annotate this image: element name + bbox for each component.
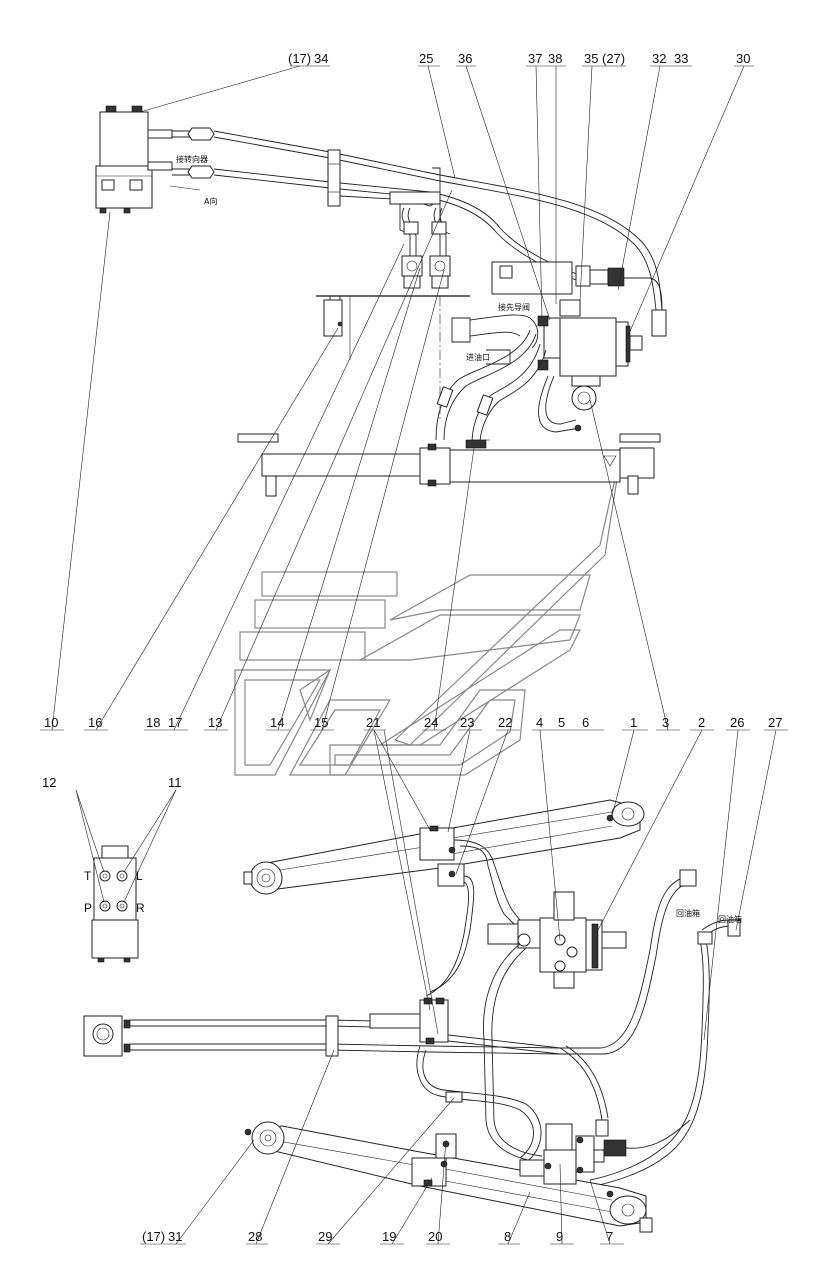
cylinder-rod — [261, 453, 423, 477]
callout-17b: (17) — [142, 1229, 165, 1244]
callout-29: 29 — [318, 1229, 332, 1244]
callout-16: 16 — [88, 715, 102, 730]
callout-4: 4 — [536, 715, 543, 730]
callout-21: 21 — [366, 715, 380, 730]
upper-assembly — [95, 105, 667, 497]
axle-pad-left — [237, 433, 279, 443]
callout-28: 28 — [248, 1229, 262, 1244]
port-label-p: P — [84, 901, 92, 915]
callout-38: 38 — [548, 51, 562, 66]
callout-33: 33 — [674, 51, 688, 66]
callout-37: 37 — [528, 51, 542, 66]
callout-35: 35 — [584, 51, 598, 66]
callout-numbers: (17) 34 25 36 37 38 35 (27) 32 33 30 10 … — [42, 51, 782, 1244]
port-label-t: T — [84, 869, 92, 883]
annotations: 接转向器 A向 接先导阀 进油口 回油箱 回油箱 T L P R — [84, 154, 742, 924]
watermark-logo — [234, 459, 621, 776]
cylinder-barrel — [449, 449, 621, 483]
callout-20: 20 — [428, 1229, 442, 1244]
callout-5: 5 — [558, 715, 565, 730]
callout-7: 7 — [606, 1229, 613, 1244]
callout-25: 25 — [419, 51, 433, 66]
callout-23: 23 — [460, 715, 474, 730]
priority-valve — [559, 317, 617, 377]
callout-12: 12 — [42, 775, 56, 790]
steering-unit-a-view — [75, 789, 177, 963]
callout-36: 36 — [458, 51, 472, 66]
callout-27a: (27) — [602, 51, 625, 66]
callout-17: 17 — [168, 715, 182, 730]
callout-22: 22 — [498, 715, 512, 730]
callout-27: 27 — [768, 715, 782, 730]
annotation-to-steering-unit: 接转向器 — [176, 154, 208, 164]
callout-3: 3 — [662, 715, 669, 730]
callout-24: 24 — [424, 715, 438, 730]
callout-26: 26 — [730, 715, 744, 730]
callout-19: 19 — [382, 1229, 396, 1244]
callout-10: 10 — [44, 715, 58, 730]
annotation-direction-a: A向 — [204, 196, 217, 206]
callout-15: 15 — [314, 715, 328, 730]
callout-34: 34 — [314, 51, 328, 66]
callout-2: 2 — [698, 715, 705, 730]
callout-14: 14 — [270, 715, 284, 730]
port-label-r: R — [136, 901, 145, 915]
callout-1: 1 — [630, 715, 637, 730]
annotation-return-box-1: 回油箱 — [676, 908, 700, 918]
annotation-oil-inlet: 进油口 — [466, 352, 490, 362]
leader-lines — [40, 65, 788, 1245]
callout-17a: (17) — [288, 51, 311, 66]
callout-6: 6 — [582, 715, 589, 730]
callout-30: 30 — [736, 51, 750, 66]
port-label-l: L — [136, 869, 143, 883]
annotation-return-box-2: 回油箱 — [718, 914, 742, 924]
steering-unit-upper — [99, 111, 149, 167]
callout-11: 11 — [168, 775, 182, 790]
annotation-to-pilot-valve: 接先导阀 — [498, 302, 530, 312]
callout-9: 9 — [556, 1229, 563, 1244]
callout-8: 8 — [504, 1229, 511, 1244]
callout-32: 32 — [652, 51, 666, 66]
callout-13: 13 — [208, 715, 222, 730]
lower-assembly — [83, 799, 741, 1233]
callout-18: 18 — [146, 715, 160, 730]
callout-31: 31 — [168, 1229, 182, 1244]
